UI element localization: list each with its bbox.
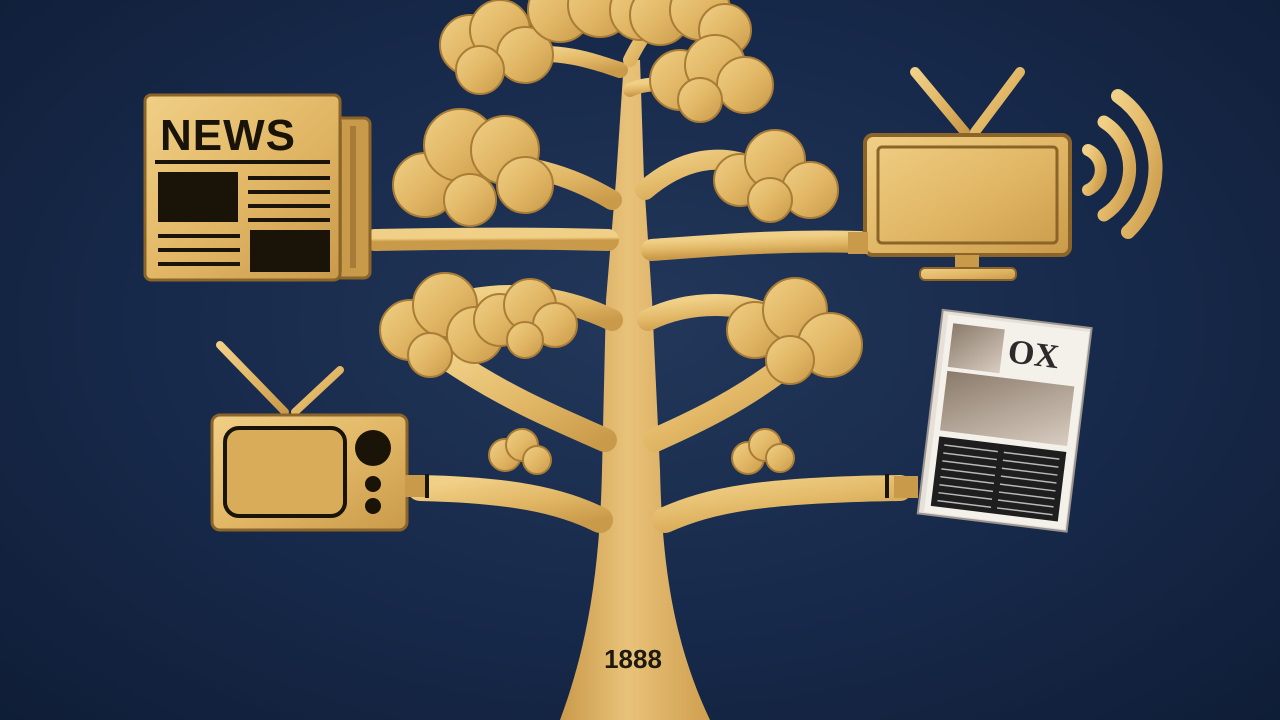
retro-tv-icon	[210, 341, 429, 532]
magazine-masthead: OX	[1006, 333, 1062, 376]
tree-icon: 1888	[364, 0, 913, 720]
tree-year-label: 1888	[604, 644, 662, 674]
broadcast-waves-icon	[1082, 89, 1163, 239]
newspaper-icon: NEWS	[143, 93, 372, 282]
tv-icon	[848, 67, 1072, 281]
newspaper-headline: NEWS	[160, 111, 296, 160]
magazine-icon: OX	[885, 308, 1093, 533]
